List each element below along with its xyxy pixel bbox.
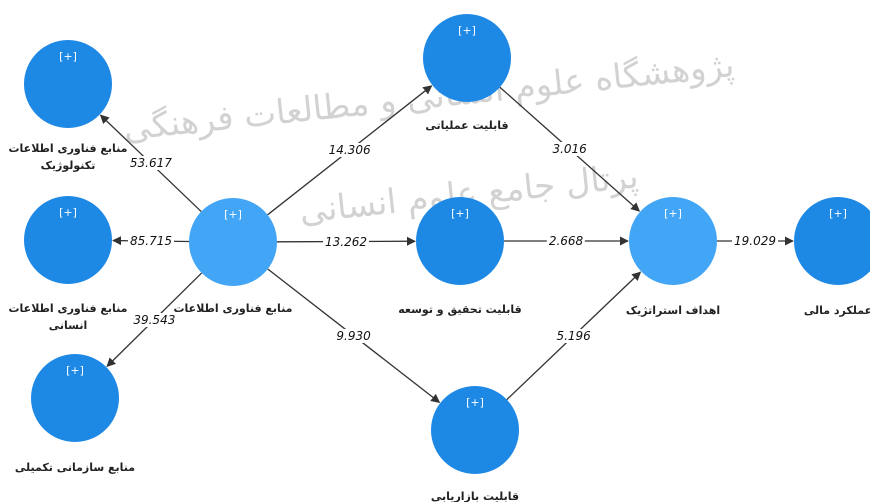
node-label-fin: عملکرد مالی xyxy=(803,304,870,317)
edge-value-it-to-org: 39.543 xyxy=(131,312,178,327)
node-mkt[interactable]: [+] xyxy=(431,386,519,474)
expand-marker[interactable]: [+] xyxy=(224,208,242,221)
node-label-it: منابع فناوری اطلاعات xyxy=(173,302,293,315)
edge-value-strat-to-fin: 19.029 xyxy=(732,234,778,248)
expand-marker[interactable]: [+] xyxy=(466,396,484,409)
node-label-human: منابع فناوری اطلاعات انسانی xyxy=(8,302,128,332)
edge-value-ops-to-strat: 3.016 xyxy=(550,142,589,157)
node-label-strat: اهداف استراتژیک xyxy=(625,304,721,317)
expand-marker[interactable]: [+] xyxy=(59,50,77,63)
expand-marker[interactable]: [+] xyxy=(829,207,847,220)
edge-value-it-to-ops: 14.306 xyxy=(326,143,373,158)
node-label-mkt: قابلیت بازاریابی xyxy=(430,490,520,502)
node-tech[interactable]: [+] xyxy=(24,40,112,128)
expand-marker[interactable]: [+] xyxy=(451,207,469,220)
edge-value-it-to-mkt: 9.930 xyxy=(334,328,373,343)
edge-value-rd-to-strat: 2.668 xyxy=(546,234,586,248)
expand-marker[interactable]: [+] xyxy=(664,207,682,220)
node-ops[interactable]: [+] xyxy=(423,14,511,102)
node-it[interactable]: [+] xyxy=(189,198,277,286)
node-strat[interactable]: [+] xyxy=(629,197,717,285)
expand-marker[interactable]: [+] xyxy=(458,24,476,37)
node-rd[interactable]: [+] xyxy=(416,197,504,285)
node-label-org: منابع سازمانی تکمیلی xyxy=(14,461,136,474)
node-label-rd: قابلیت تحقیق و توسعه xyxy=(398,303,522,316)
edge-value-it-to-rd: 13.262 xyxy=(323,234,369,249)
node-fin[interactable]: [+] xyxy=(794,197,870,285)
node-org[interactable]: [+] xyxy=(31,354,119,442)
edge-value-mkt-to-strat: 5.196 xyxy=(554,328,593,343)
node-label-ops: قابلیت عملیاتی xyxy=(425,119,509,132)
node-human[interactable]: [+] xyxy=(24,196,112,284)
expand-marker[interactable]: [+] xyxy=(59,206,77,219)
node-label-tech: منابع فناوری اطلاعات تکنولوژیک xyxy=(8,142,128,172)
edge-value-it-to-tech: 53.617 xyxy=(127,156,174,171)
expand-marker[interactable]: [+] xyxy=(66,364,84,377)
edge-value-it-to-human: 85.715 xyxy=(127,234,174,248)
